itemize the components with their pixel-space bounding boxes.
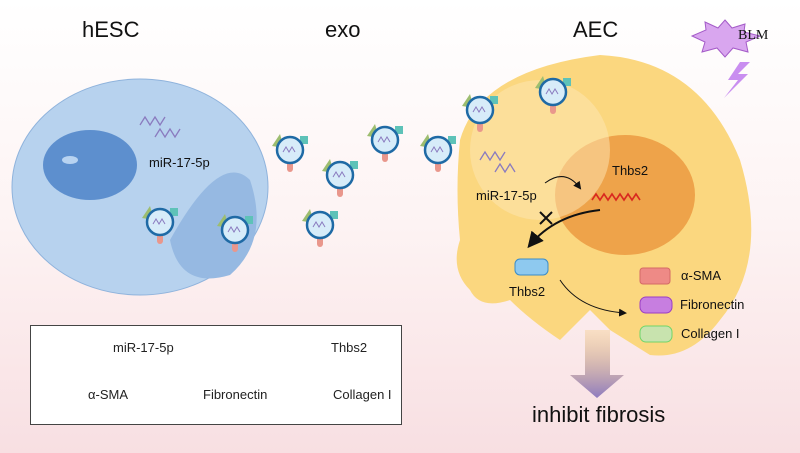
lightning-icon	[724, 62, 750, 98]
thbs2-protein	[514, 258, 549, 276]
translation-arrow	[527, 209, 601, 249]
hesc-nucleus	[43, 130, 137, 200]
outcome-label: inhibit fibrosis	[532, 402, 666, 427]
hesc-mirna-icon	[139, 115, 181, 139]
title-exo: exo	[325, 17, 361, 42]
title-hesc: hESC	[82, 17, 140, 42]
target-collagen: Collagen I	[681, 326, 740, 341]
protein-thbs2-label: Thbs2	[509, 284, 546, 299]
nucleus-thbs2-label: Thbs2	[612, 163, 649, 178]
legend-asma: α-SMA	[88, 387, 129, 402]
title-aec: AEC	[573, 17, 619, 42]
legend-box: miR-17-5p Thbs2 α-SMA Fibronectin Collag…	[30, 325, 402, 425]
outcome-arrow	[570, 330, 624, 398]
hesc-mirna-label: miR-17-5p	[149, 155, 210, 170]
legend-mirna: miR-17-5p	[113, 340, 174, 355]
hesc-cell	[11, 78, 269, 296]
binding-arrow	[544, 176, 582, 190]
legend-collagen: Collagen I	[333, 387, 392, 402]
downstream-arrow	[559, 279, 627, 317]
aec-cell	[456, 55, 752, 356]
fibronectin-marker	[639, 296, 673, 314]
aec-mirna-label: miR-17-5p	[476, 188, 537, 203]
asma-marker	[639, 267, 671, 285]
thbs2-mrna-icon	[591, 192, 641, 202]
legend-thbs2: Thbs2	[331, 340, 368, 355]
blm-label: BLM	[738, 28, 769, 43]
blm-stimulus	[690, 19, 762, 98]
collagen-marker	[639, 325, 673, 343]
target-asma: α-SMA	[681, 268, 722, 283]
block-x-icon	[539, 211, 553, 225]
target-fibronectin: Fibronectin	[680, 297, 745, 312]
legend-fibronectin: Fibronectin	[203, 387, 268, 402]
aec-mirna-icon	[479, 150, 516, 174]
